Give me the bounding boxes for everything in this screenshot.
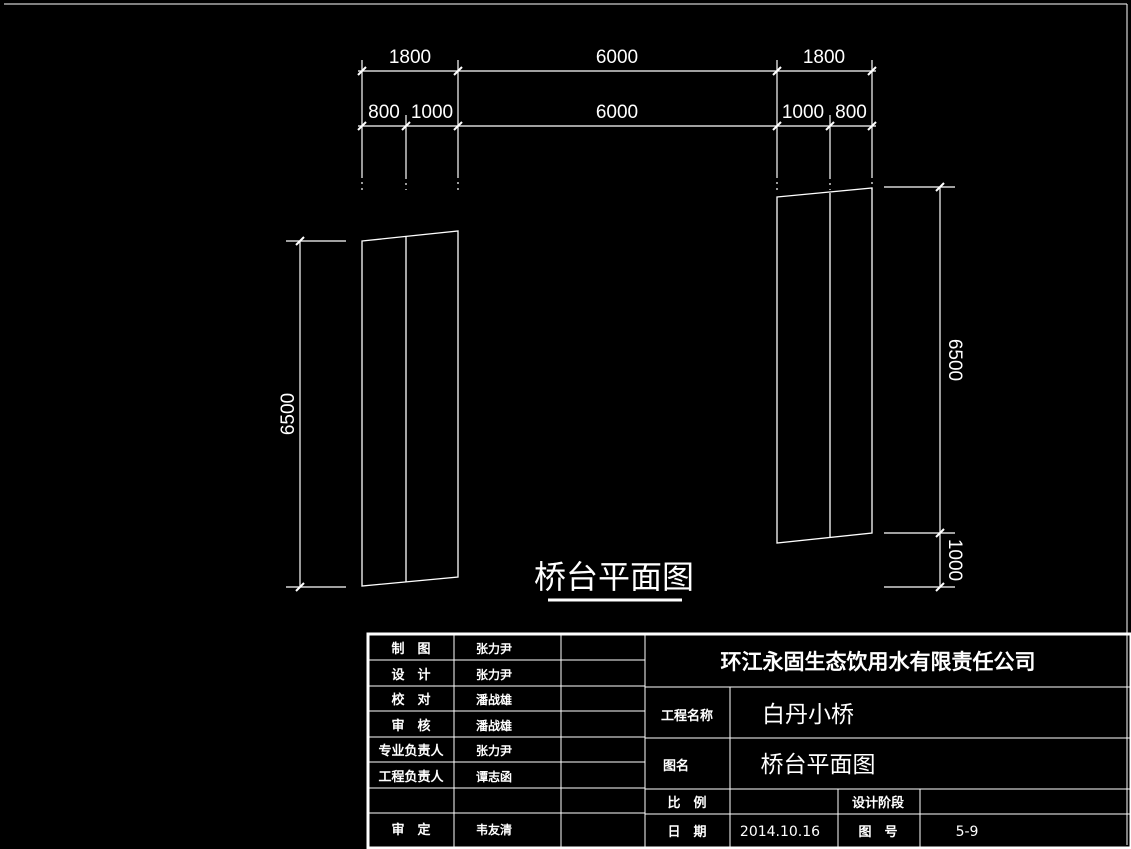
design-stage-label: 设计阶段 [852, 795, 904, 811]
name-approver: 韦友清 [476, 822, 512, 837]
role-designer: 设 计 [391, 667, 430, 683]
dim-sub-4: 1000 [782, 102, 824, 123]
project-name: 白丹小桥 [762, 702, 854, 728]
name-project-lead: 谭志函 [476, 769, 512, 784]
plan-title: 桥台平面图 [534, 558, 694, 596]
drawing-name-label: 图名 [663, 758, 689, 774]
role-project-lead: 工程负责人 [378, 769, 444, 785]
drawing-name: 桥台平面图 [761, 752, 876, 778]
dim-right-bottom: 1000 [944, 539, 965, 581]
name-designer: 张力尹 [476, 667, 512, 682]
name-checker: 潘战雄 [476, 692, 512, 707]
title-block [366, 632, 1131, 849]
scale-label: 比 例 [667, 795, 706, 811]
name-specialty-lead: 张力尹 [476, 743, 512, 758]
top-dimension-chain [357, 60, 877, 190]
role-reviewer: 审 核 [391, 718, 430, 734]
drawing-border [4, 3, 1128, 845]
dim-left-height: 6500 [278, 393, 299, 435]
dim-top-middle: 6000 [596, 47, 638, 68]
name-drafter: 张力尹 [476, 641, 512, 656]
dim-right-height: 6500 [944, 339, 965, 381]
role-approver: 审 定 [391, 822, 430, 838]
right-height-dimension [884, 182, 955, 592]
dim-top-right: 1800 [803, 47, 845, 68]
role-specialty-lead: 专业负责人 [378, 743, 444, 759]
dim-sub-1: 800 [368, 102, 400, 123]
company-name: 环江永固生态饮用水有限责任公司 [721, 650, 1036, 674]
dim-sub-5: 800 [835, 102, 867, 123]
role-drafter: 制 图 [391, 641, 430, 657]
right-abutment [776, 187, 873, 544]
dim-sub-2: 1000 [411, 102, 453, 123]
drawing-number-label: 图 号 [858, 825, 897, 840]
left-height-dimension [286, 236, 346, 592]
dim-top-left: 1800 [389, 47, 431, 68]
drawing-number: 5-9 [956, 824, 979, 840]
role-checker: 校 对 [391, 692, 430, 708]
project-name-label: 工程名称 [661, 708, 713, 724]
date-label: 日 期 [667, 825, 706, 840]
name-reviewer: 潘战雄 [476, 718, 512, 733]
date-value: 2014.10.16 [740, 824, 820, 840]
dim-sub-3: 6000 [596, 102, 638, 123]
left-abutment [361, 230, 459, 587]
